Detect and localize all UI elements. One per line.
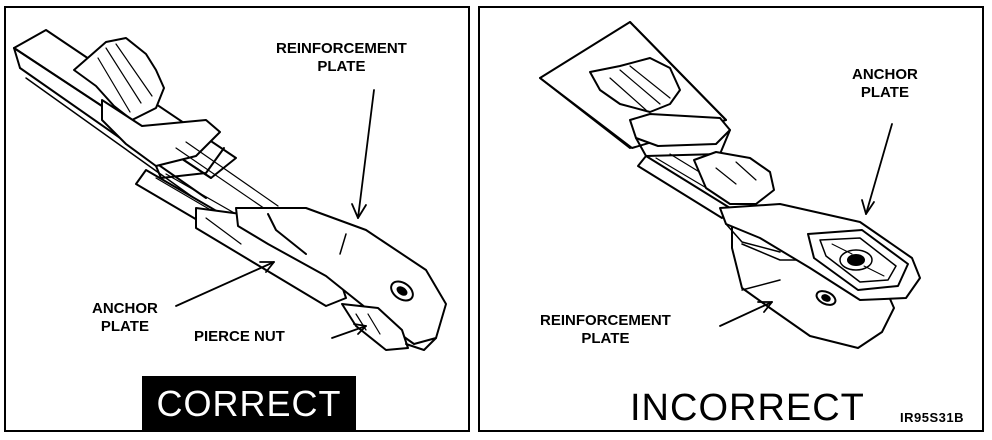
rail-lower — [637, 155, 731, 219]
incorrect-illustration — [539, 21, 921, 349]
guide-housing — [101, 99, 221, 167]
anchor-leader — [865, 123, 893, 215]
correct-panel: REINFORCEMENT PLATE ANCHOR PLATE PIERCE … — [4, 6, 470, 432]
belt-webbing — [73, 37, 165, 121]
rail-channel — [13, 47, 21, 69]
pierce-nut-leader — [331, 325, 367, 339]
pierce-nut — [341, 303, 409, 351]
anchor-leader — [175, 261, 275, 307]
retaining-clip — [693, 151, 775, 205]
incorrect-verdict: INCORRECT — [630, 387, 865, 429]
correct-verdict: CORRECT — [142, 376, 356, 432]
reinforcement-plate-label: REINFORCEMENT PLATE — [540, 312, 671, 347]
reinforcement-plate — [235, 207, 447, 345]
pierce-nut-label: PIERCE NUT — [194, 328, 285, 345]
belt-webbing — [589, 57, 681, 113]
anchor-plate-label: ANCHOR PLATE — [852, 66, 918, 101]
reinforcement-plate-label: REINFORCEMENT PLATE — [276, 40, 407, 75]
anchor-plate-label: ANCHOR PLATE — [92, 300, 158, 335]
correct-illustration — [13, 29, 447, 351]
reinforcement-leader — [357, 89, 375, 219]
guide-housing — [629, 113, 731, 147]
figure-code: IR95S31B — [900, 410, 964, 425]
reinforcement-leader — [719, 301, 773, 327]
incorrect-panel: ANCHOR PLATE REINFORCEMENT PLATE INCORRE… — [478, 6, 984, 432]
